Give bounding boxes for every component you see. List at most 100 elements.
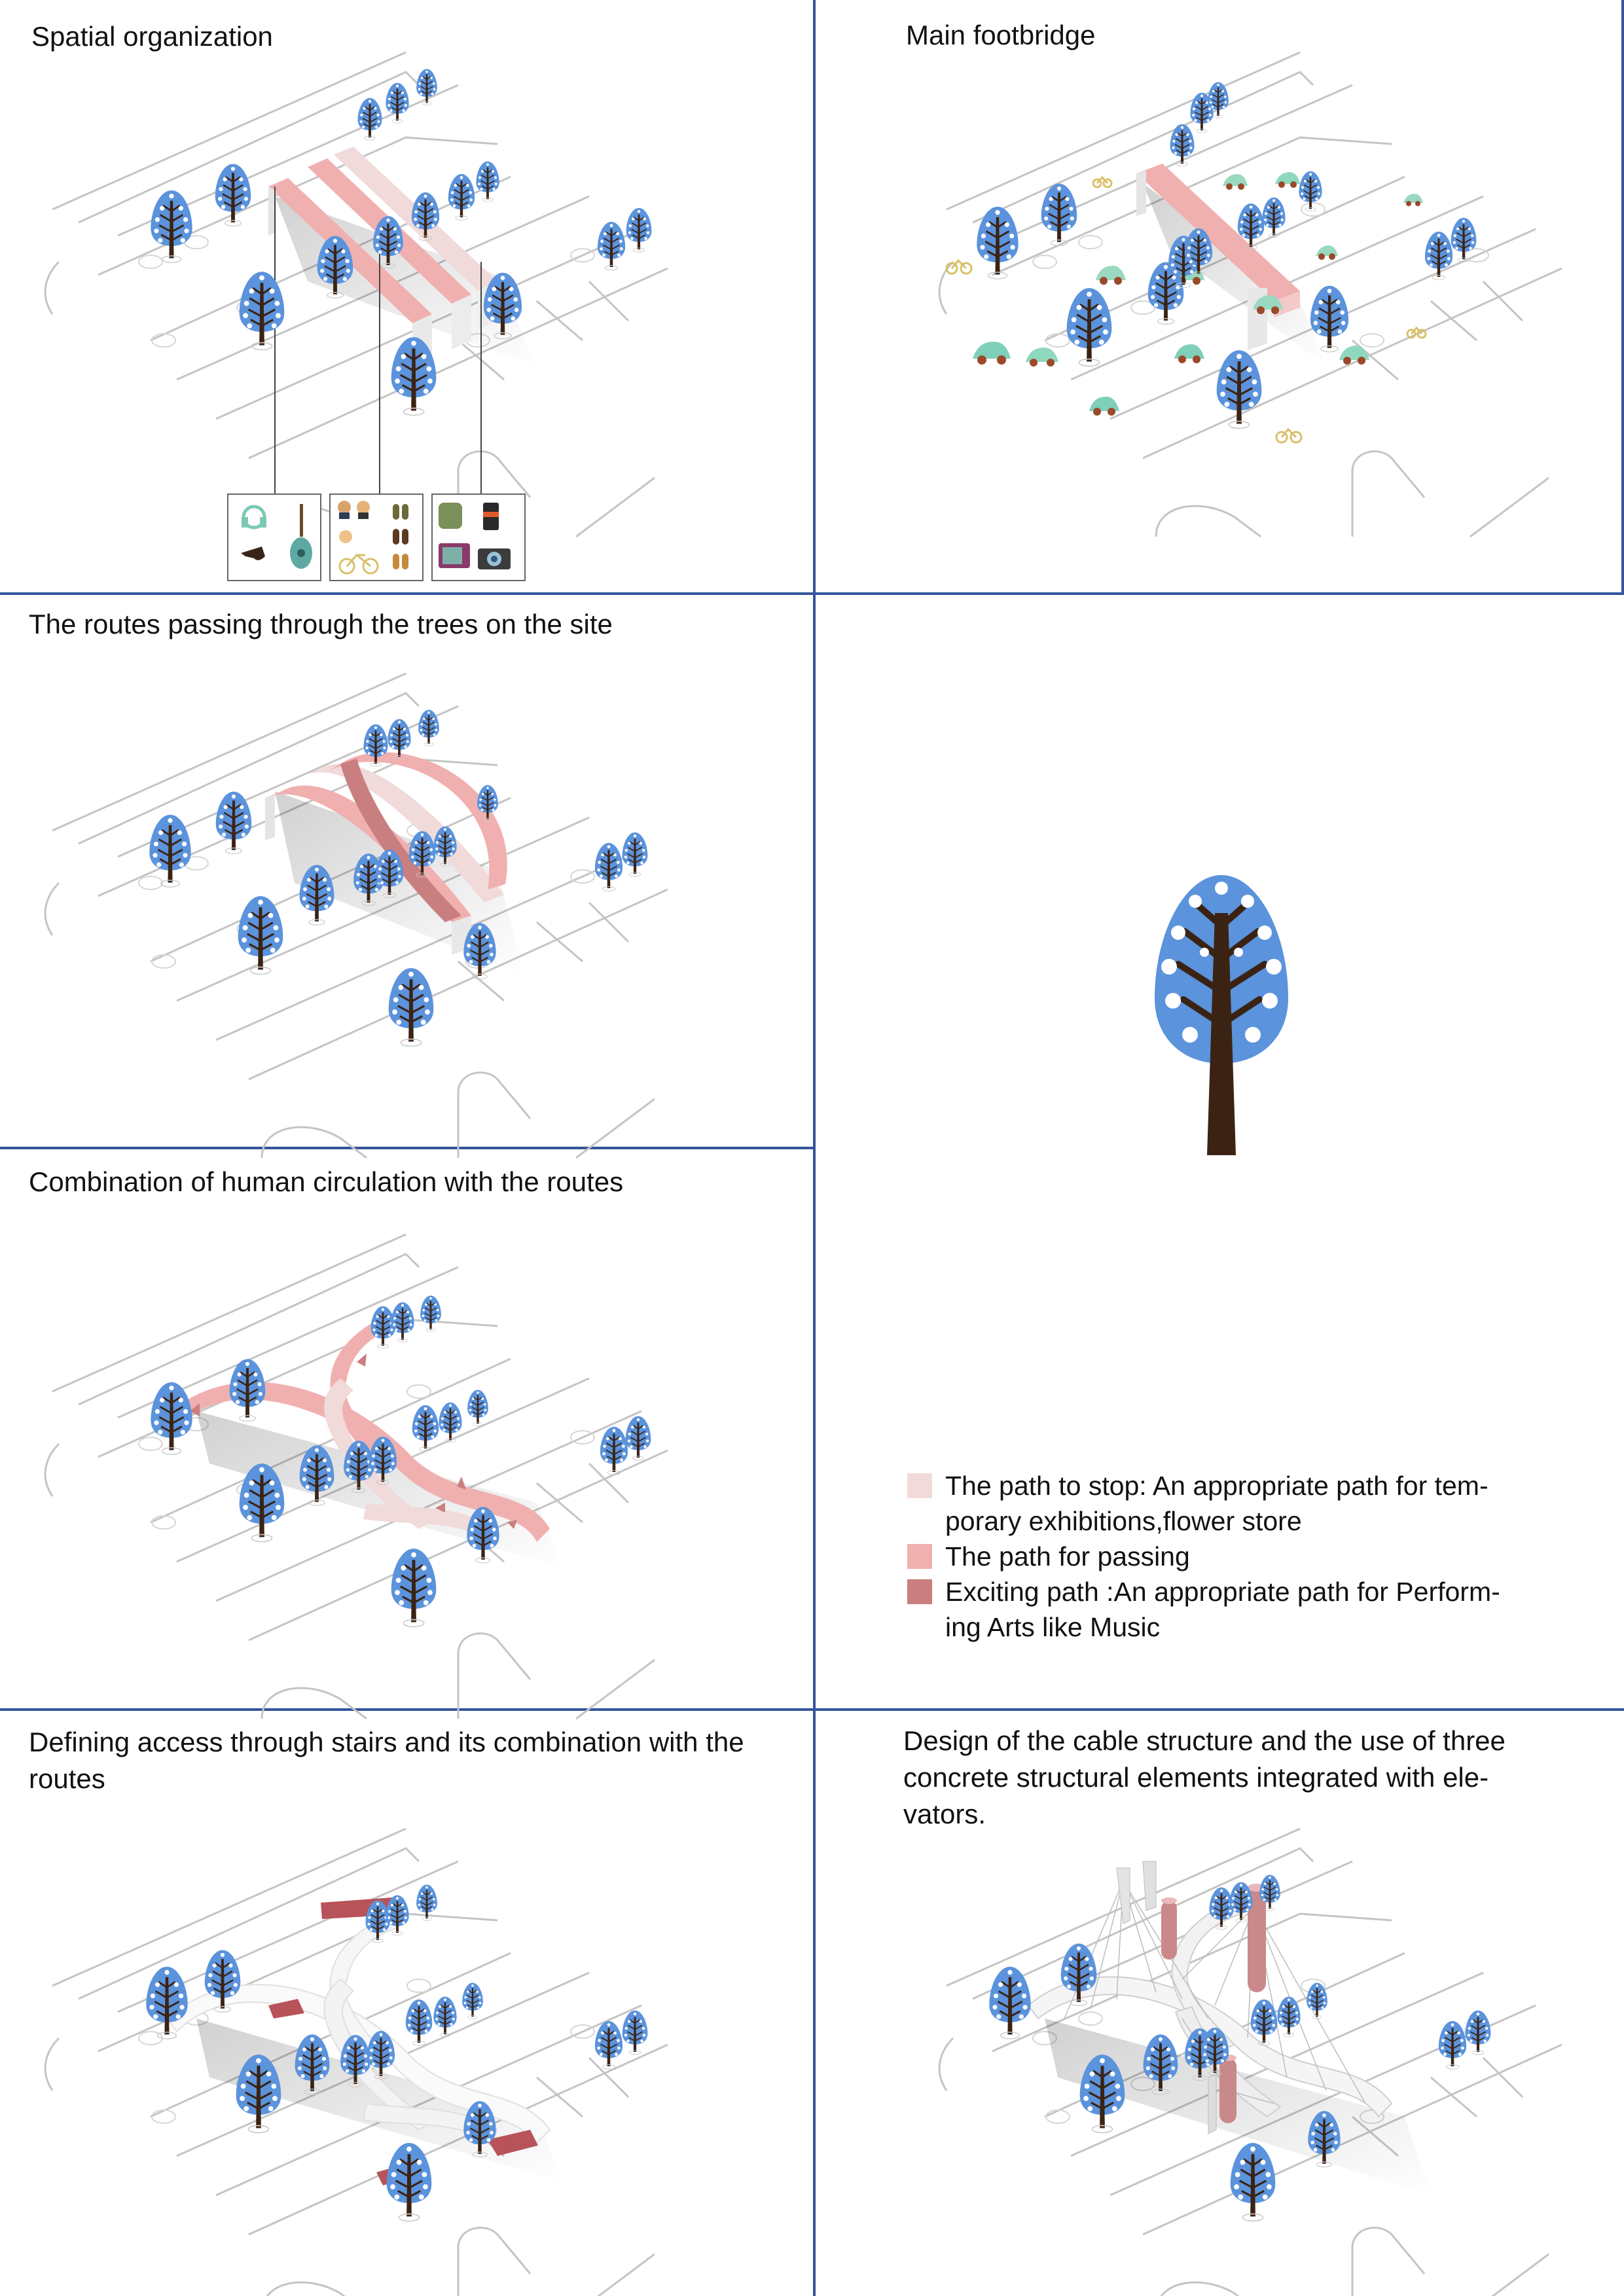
tree-icon: [599, 1426, 629, 1476]
tree-icon: [390, 1301, 415, 1343]
legend-item-exciting: Exciting path :An appropriate path for P…: [907, 1574, 1568, 1645]
tree-icon: [385, 82, 410, 124]
divider-row-1: [0, 592, 1624, 595]
tree-icon: [1040, 183, 1078, 247]
tree-icon: [1450, 217, 1477, 262]
car-icon: [1275, 172, 1300, 188]
car-icon: [1089, 397, 1119, 416]
tree-icon: [214, 163, 252, 227]
tree-icon: [467, 1389, 489, 1427]
icon-box-music: [227, 493, 321, 581]
arrow-icon: [357, 1354, 367, 1367]
avatar-icon: [338, 501, 351, 514]
legend-swatch: [907, 1544, 932, 1569]
tree-icon: [1216, 349, 1263, 430]
flow-arrows: [190, 1354, 517, 1529]
bicycle-icon: [1275, 427, 1303, 444]
bridge-shadow: [1143, 183, 1326, 367]
panel-title: The routes passing through the trees on …: [29, 609, 613, 639]
panel-title: Spatial organization: [31, 21, 273, 52]
car-icon: [1253, 295, 1283, 314]
leader-lines: [274, 187, 482, 497]
site-plan: [44, 672, 669, 1159]
panel-title: Main footbridge: [906, 20, 1096, 50]
car-icon: [1174, 344, 1204, 363]
bicycle-icon: [945, 259, 973, 275]
tree-icon: [624, 1415, 652, 1461]
panel-main-footbridge: Main footbridge: [816, 0, 1621, 592]
legend: The path to stop: An appropriate path fo…: [907, 1468, 1568, 1645]
tree-icon: [411, 1404, 440, 1452]
car-icon: [1223, 174, 1248, 190]
tree-icon: [1424, 230, 1454, 281]
tree-icon: [370, 1305, 396, 1349]
tree-icon: [621, 831, 649, 877]
site-diagram: [938, 51, 1563, 538]
tree-icon: [447, 173, 476, 221]
arrow-icon: [435, 1503, 445, 1513]
tree-icon: [420, 1295, 442, 1333]
arrow-icon: [457, 1477, 466, 1490]
legend-label: The path for passing: [945, 1541, 1190, 1571]
tree-icon: [390, 1547, 437, 1628]
tree-icon: [594, 842, 624, 892]
divider-right-edge: [1621, 0, 1624, 594]
tree-icon: [149, 189, 194, 264]
panel-title: Combination of human circulation with th…: [29, 1166, 624, 1197]
tree-icon: [357, 97, 383, 141]
tree-icon: [596, 221, 626, 271]
tree-icon: [228, 1358, 266, 1422]
bicycle-icon: [1406, 326, 1427, 339]
tree-icon: [988, 1965, 1032, 2040]
guitar-icon: [290, 504, 312, 569]
site-diagram: [44, 1827, 669, 2296]
legend-label: Exciting path :An appropriate path for P…: [945, 1577, 1500, 1642]
car-icon: [1339, 346, 1369, 365]
tree-icon: [1298, 170, 1323, 212]
backpack-icon: [439, 503, 462, 529]
bicycle-icon: [338, 553, 379, 575]
divider-vertical: [813, 0, 816, 2296]
site-diagram: [938, 1827, 1563, 2296]
panel-human-circulation: Combination of human circulation with th…: [0, 1149, 813, 1720]
circulation-routes: [171, 1313, 550, 1542]
panel-routes-through-trees: The routes passing through the trees on …: [0, 595, 813, 1159]
arrow-icon: [507, 1520, 517, 1529]
panel-cable-structure: Design of the cable structure and the us…: [816, 1711, 1624, 2296]
tree-icon: [621, 2009, 649, 2055]
panel-legend: The path to stop: An appropriate path fo…: [816, 595, 1624, 1708]
car-icon: [1316, 245, 1338, 260]
tree-icon: [1464, 2009, 1492, 2055]
pipe-icon: [241, 547, 265, 560]
main-bridge: [1136, 164, 1300, 350]
bicycles: [945, 175, 1427, 444]
tree-icon: [148, 814, 192, 888]
legend-item-stop: The path to stop: An appropriate path fo…: [907, 1468, 1568, 1539]
panel-title: Defining access through stairs and its c…: [29, 1727, 744, 1794]
curved-routes: [265, 752, 507, 955]
tree-icon: [1155, 875, 1288, 1155]
legend-label: The path to stop: An appropriate path fo…: [945, 1471, 1489, 1536]
tree-icon: [1066, 287, 1113, 368]
bicycle-icon: [1092, 175, 1113, 188]
panel-spatial-organization: Spatial organization: [0, 0, 813, 592]
car-icon: [973, 342, 1011, 365]
tree-icon: [405, 1998, 433, 2047]
tree-icon: [1437, 2020, 1468, 2070]
tree-icon: [461, 1982, 484, 2020]
tree-icon: [625, 207, 653, 253]
stair: [268, 1999, 304, 2018]
panel-title: Design of the cable structure and the us…: [903, 1725, 1506, 1829]
tree-icon: [237, 895, 284, 976]
tree-icon: [1229, 2142, 1276, 2223]
tree-icon: [149, 1381, 194, 1456]
divider-row-3: [0, 1708, 1624, 1711]
car-icon: [1096, 266, 1126, 285]
arrow-icon: [190, 1403, 200, 1416]
function-icons: [227, 493, 526, 581]
tree-icon: [594, 2020, 624, 2070]
tree-icon: [1261, 196, 1286, 238]
stair: [488, 2130, 538, 2156]
site-diagram: [44, 1233, 669, 1720]
legend-swatch: [907, 1473, 932, 1498]
